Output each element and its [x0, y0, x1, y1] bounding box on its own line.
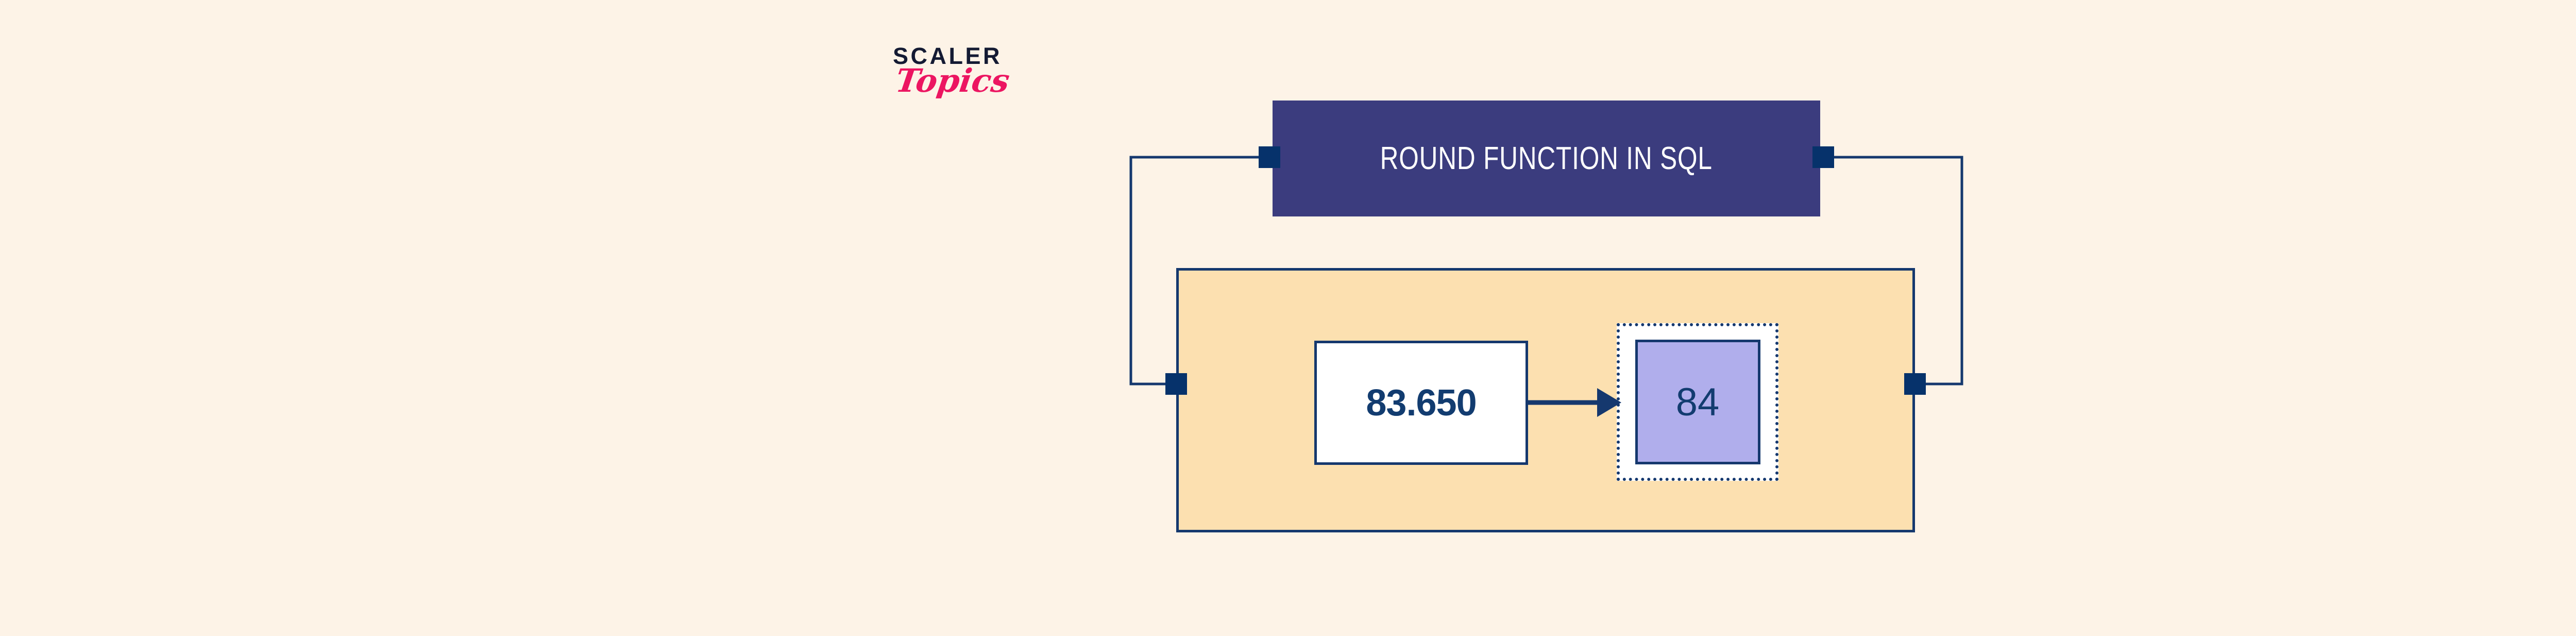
output-value-text: 84: [1675, 380, 1720, 424]
input-value-text: 83.650: [1366, 382, 1477, 424]
output-value-box-inner: 84: [1635, 340, 1760, 464]
input-value-box: 83.650: [1314, 341, 1528, 465]
scaler-topics-logo: SCALER Topics: [893, 44, 1022, 127]
output-value-box-outer: 84: [1617, 323, 1778, 481]
logo-wordmark-scaler: SCALER: [893, 43, 1003, 69]
title-banner: ROUND FUNCTION IN SQL: [1273, 101, 1820, 216]
diagram-container: [1176, 268, 1915, 532]
logo-wordmark-topics: Topics: [893, 62, 1012, 99]
page-title: ROUND FUNCTION IN SQL: [1380, 141, 1713, 176]
